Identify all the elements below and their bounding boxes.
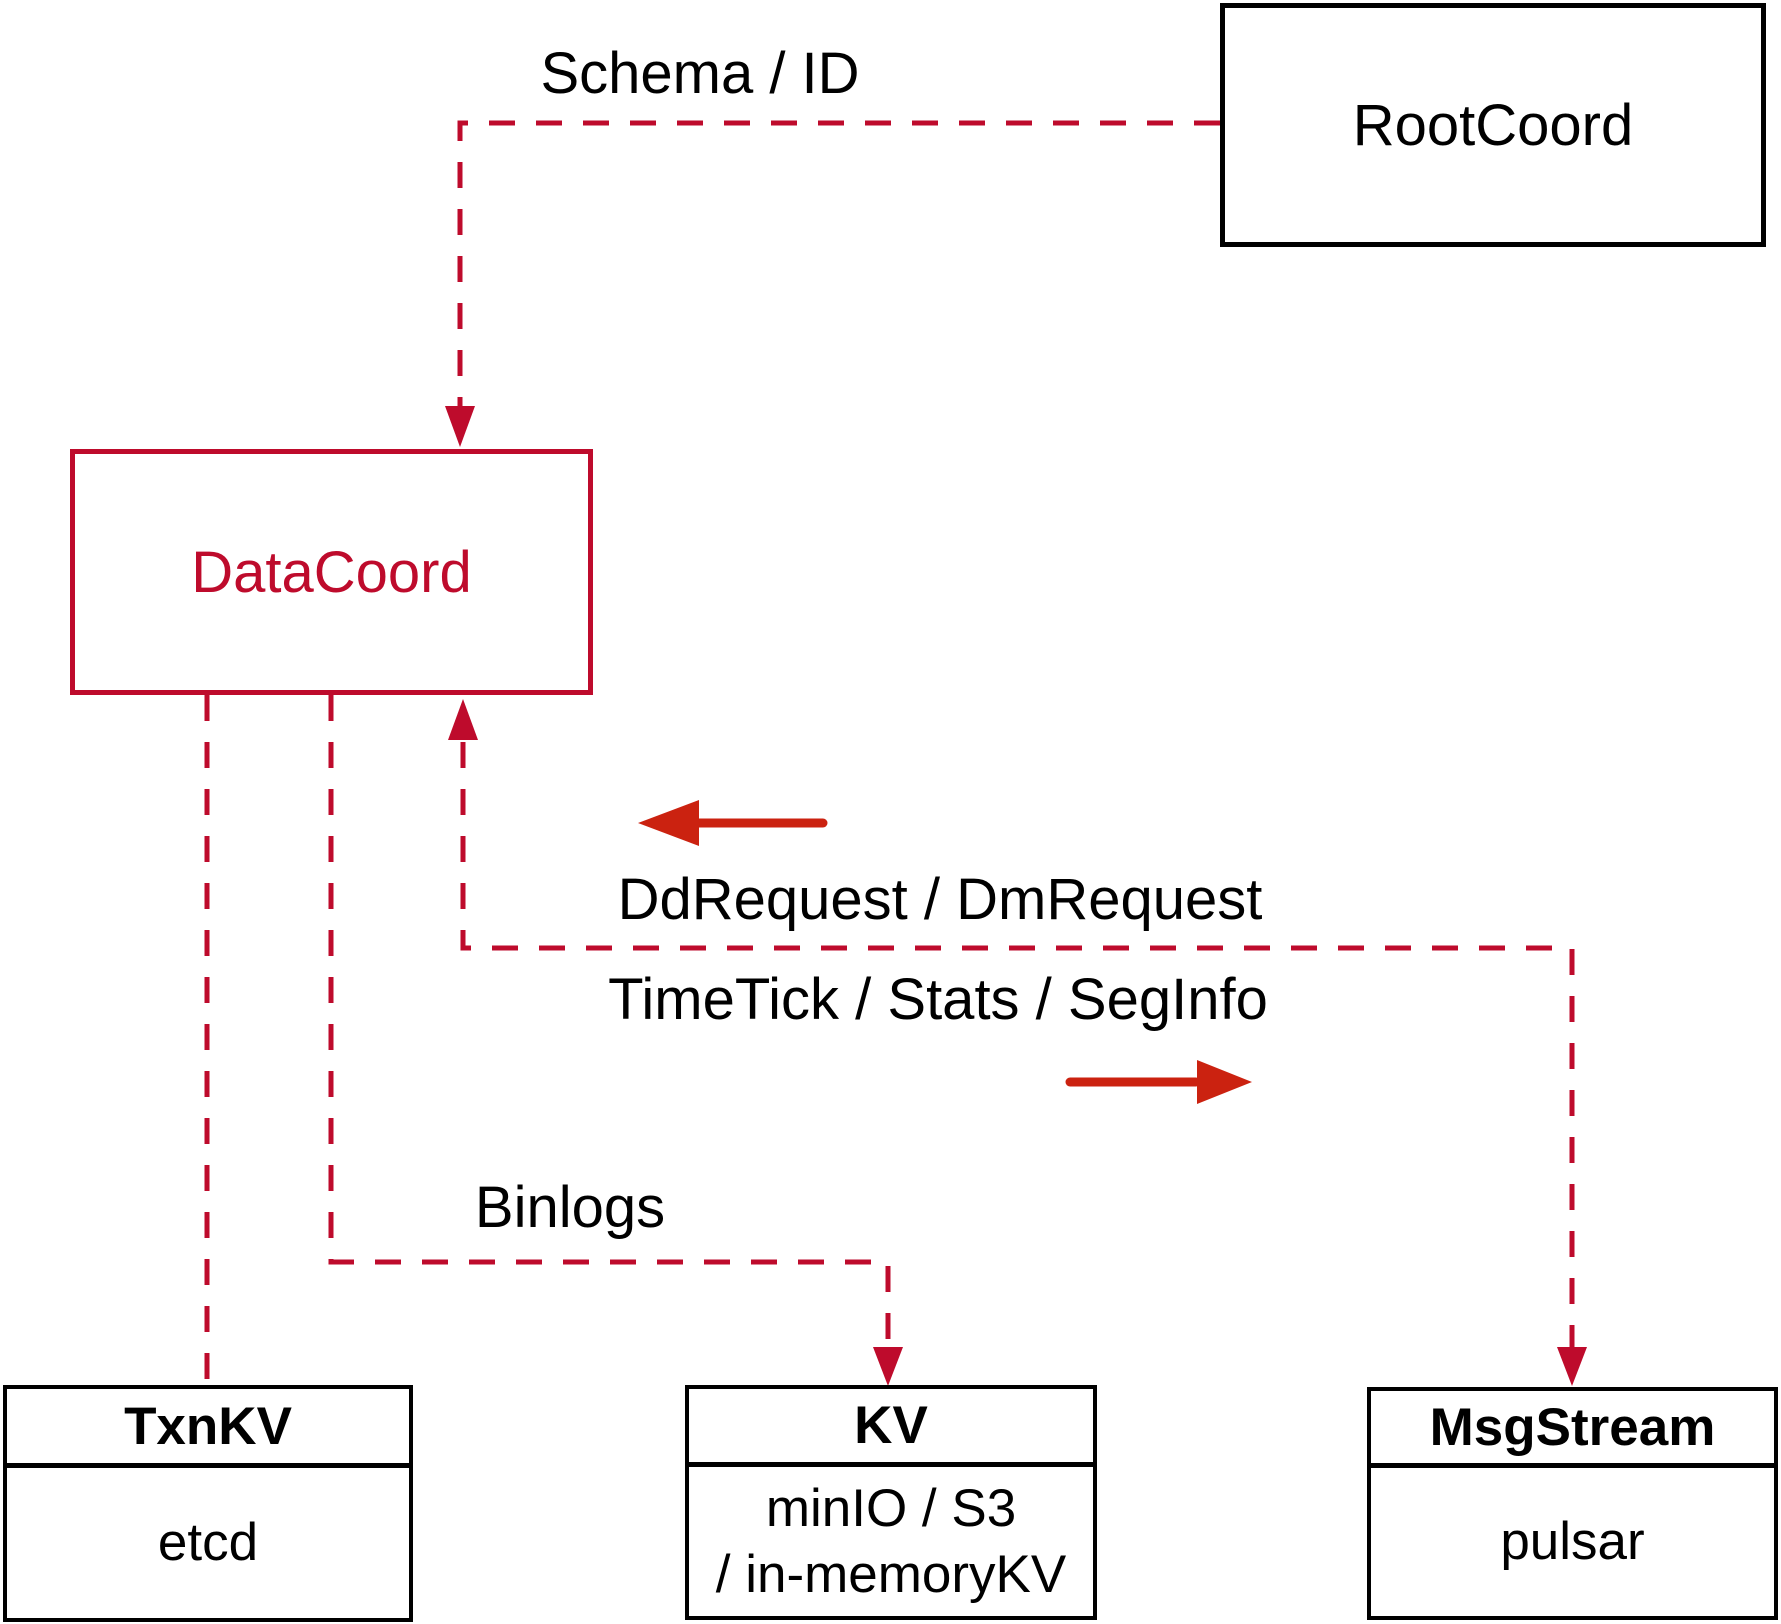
- kv-node: KV minIO / S3 / in-memoryKV: [685, 1385, 1097, 1620]
- txnkv-body: etcd: [7, 1468, 409, 1618]
- kv-body: minIO / S3 / in-memoryKV: [689, 1467, 1093, 1616]
- schema-id-edge: [457, 120, 1220, 406]
- timetick-stats-seginfo-edge-label: TimeTick / Stats / SegInfo: [608, 967, 1268, 1032]
- seginfo-direction-arrow-right-icon: [1065, 1060, 1252, 1104]
- schema-id-arrowhead-icon: [445, 406, 475, 447]
- binlogs-edge: [328, 695, 891, 1347]
- txnkv-subtitle: etcd: [157, 1513, 259, 1573]
- msgstream-edge: [460, 742, 1575, 1347]
- datacoord-up-arrowhead-icon: [448, 699, 478, 740]
- binlogs-edge-label: Binlogs: [474, 1175, 666, 1240]
- datacoord-label: DataCoord: [191, 539, 472, 605]
- msgstream-title: MsgStream: [1429, 1397, 1716, 1457]
- kv-title: KV: [854, 1396, 928, 1455]
- kv-subtitle-line1: minIO / S3: [765, 1478, 1017, 1538]
- txnkv-header: TxnKV: [7, 1389, 409, 1468]
- binlogs-arrowhead-icon: [873, 1347, 903, 1386]
- msgstream-arrowhead-icon: [1557, 1347, 1587, 1386]
- rootcoord-label: RootCoord: [1352, 92, 1634, 158]
- kv-subtitle-line2: / in-memoryKV: [715, 1544, 1067, 1604]
- datacoord-node: DataCoord: [70, 449, 593, 695]
- rootcoord-node: RootCoord: [1220, 3, 1766, 247]
- dd-dm-request-edge-label: DdRequest / DmRequest: [617, 867, 1263, 932]
- msgstream-header: MsgStream: [1371, 1391, 1774, 1468]
- msgstream-subtitle: pulsar: [1500, 1512, 1645, 1572]
- schema-id-edge-label: Schema / ID: [540, 41, 860, 106]
- msgstream-body: pulsar: [1371, 1468, 1774, 1616]
- msgstream-node: MsgStream pulsar: [1367, 1387, 1778, 1620]
- txnkv-title: TxnKV: [124, 1396, 292, 1456]
- txnkv-node: TxnKV etcd: [3, 1385, 413, 1622]
- kv-header: KV: [689, 1389, 1093, 1467]
- request-direction-arrow-left-icon: [638, 800, 828, 846]
